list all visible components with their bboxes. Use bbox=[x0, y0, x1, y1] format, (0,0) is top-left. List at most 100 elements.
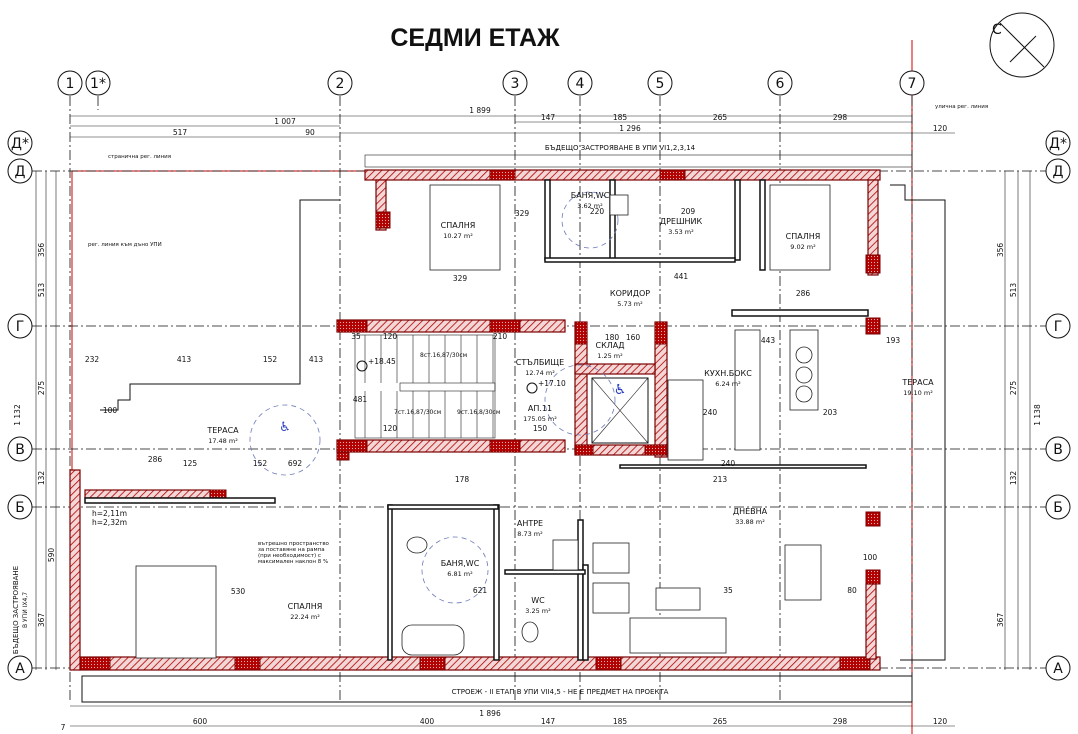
row-axis-bubble bbox=[7, 494, 33, 520]
dimension-bottom: 147 bbox=[541, 717, 556, 726]
row-axis-bubble bbox=[1045, 655, 1071, 681]
dimension-left: 275 bbox=[37, 381, 46, 396]
row-axis-label: Б bbox=[1053, 500, 1063, 516]
dimension-interior: 530 bbox=[231, 587, 246, 596]
dimension-left: 356 bbox=[37, 243, 46, 258]
core-walls bbox=[336, 319, 668, 458]
stair-label: 7ст.16,87/30см bbox=[394, 409, 441, 416]
room-label: ДРЕШНИК 3.53 m² bbox=[660, 217, 703, 236]
column-axis-bubble bbox=[647, 70, 673, 96]
dimension-interior: 441 bbox=[674, 272, 689, 281]
dimension-right: 1 138 bbox=[1033, 404, 1042, 426]
dimension-interior: 100 bbox=[863, 553, 878, 562]
room-area: 10.27 m² bbox=[443, 232, 473, 240]
future-building-left-label: БЪДЕЩО ЗАСТРОЯВАНЕ В УПИ IX4,7 bbox=[12, 566, 29, 654]
dimension-interior: 621 bbox=[473, 586, 488, 595]
room-label: АП.11 175.05 m² bbox=[523, 404, 557, 423]
exterior-walls bbox=[69, 169, 881, 671]
dimension-bottom: 120 bbox=[933, 717, 948, 726]
row-axis-bubble bbox=[1045, 158, 1071, 184]
row-axis-bubble bbox=[7, 313, 33, 339]
row-axis-bubble bbox=[7, 655, 33, 681]
column-axis-label: 5 bbox=[656, 76, 665, 92]
room-area: 17.48 m² bbox=[208, 437, 238, 445]
dimension-lines bbox=[35, 115, 1031, 727]
turning-circle bbox=[249, 404, 321, 476]
room-area: 6.24 m² bbox=[715, 380, 741, 388]
room-area: 3.53 m² bbox=[668, 228, 694, 236]
dimension-right: 275 bbox=[1009, 381, 1018, 396]
room-name: БАНЯ,WC bbox=[571, 191, 610, 200]
room-name: СПАЛНЯ bbox=[441, 221, 476, 230]
room-area: 175.05 m² bbox=[523, 415, 557, 423]
row-axis-label: В bbox=[1053, 442, 1063, 458]
room-area: 3.25 m² bbox=[525, 607, 551, 615]
dimension-top: 1 899 bbox=[469, 106, 491, 115]
row-axis-label: Д* bbox=[1049, 136, 1067, 152]
armchair bbox=[592, 582, 630, 614]
stage-two-band-bottom bbox=[81, 675, 913, 703]
future-left-line-1: БЪДЕЩО ЗАСТРОЯВАНЕ bbox=[12, 566, 20, 654]
dimension-bottom: 185 bbox=[613, 717, 628, 726]
dimension-top: 265 bbox=[713, 113, 728, 122]
room-name: ДРЕШНИК bbox=[660, 217, 703, 226]
wheelchair-icon: ♿ bbox=[279, 420, 291, 435]
dimension-interior: 413 bbox=[177, 355, 192, 364]
side-reg-line-label: странична рег. линия bbox=[108, 154, 171, 160]
wheelchair-icon: ♿ bbox=[614, 382, 627, 398]
room-name: ТЕРАСА bbox=[206, 426, 239, 435]
dimension-interior: 329 bbox=[515, 209, 530, 218]
column-axis-bubble bbox=[899, 70, 925, 96]
elevator-shaft: ♿ bbox=[591, 377, 649, 444]
elevation-label: +17.10 bbox=[538, 379, 566, 388]
row-axis-label: Д bbox=[1053, 164, 1064, 180]
dimension-right: 367 bbox=[996, 613, 1005, 628]
room-name: БАНЯ,WC bbox=[441, 559, 480, 568]
dimension-interior: 413 bbox=[309, 355, 324, 364]
room-name: АНТРЕ bbox=[517, 519, 543, 528]
row-axis-label: Г bbox=[1054, 319, 1063, 335]
dimension-right: 356 bbox=[996, 243, 1005, 258]
dimension-interior: 150 bbox=[533, 424, 548, 433]
terrace-outlines bbox=[100, 184, 946, 661]
row-axis-bubble bbox=[1045, 494, 1071, 520]
height-label: h=2,11m bbox=[92, 509, 127, 518]
room-area: 33.88 m² bbox=[735, 518, 765, 526]
dimension-bottom: 298 bbox=[833, 717, 848, 726]
future-building-band-top bbox=[364, 154, 913, 168]
row-axis-label: Б bbox=[15, 500, 25, 516]
elevation-marker-icon bbox=[356, 360, 368, 372]
room-area: 19.10 m² bbox=[903, 389, 933, 397]
dimension-top: 1 007 bbox=[274, 117, 296, 126]
dimension-top: 120 bbox=[933, 124, 948, 133]
street-reg-line-label: улична рег. линия bbox=[935, 104, 988, 110]
room-name: ТЕРАСА bbox=[901, 378, 934, 387]
dimension-left: 132 bbox=[37, 471, 46, 486]
ramp-note-line: вътрешно пространство bbox=[258, 541, 330, 547]
dimension-interior: 240 bbox=[703, 408, 718, 417]
bed bbox=[135, 565, 217, 659]
dimension-bottom: 7 bbox=[61, 723, 66, 732]
dimension-left: 367 bbox=[37, 613, 46, 628]
room-name: КУХН.БОКС bbox=[704, 369, 752, 378]
dimension-interior: 125 bbox=[183, 459, 198, 468]
room-name: АП.11 bbox=[528, 404, 552, 413]
dimension-right: 132 bbox=[1009, 471, 1018, 486]
dimension-bottom: 600 bbox=[193, 717, 208, 726]
row-axis-bubble bbox=[7, 130, 33, 156]
dimension-left: 513 bbox=[37, 283, 46, 298]
dimension-bottom: 265 bbox=[713, 717, 728, 726]
dimension-interior: 443 bbox=[761, 336, 776, 345]
stage-two-note: СТРОЕЖ - II ЕТАП В УПИ VII4,5 - НЕ Е ПРЕ… bbox=[452, 688, 669, 696]
row-axis-bubble bbox=[7, 158, 33, 184]
